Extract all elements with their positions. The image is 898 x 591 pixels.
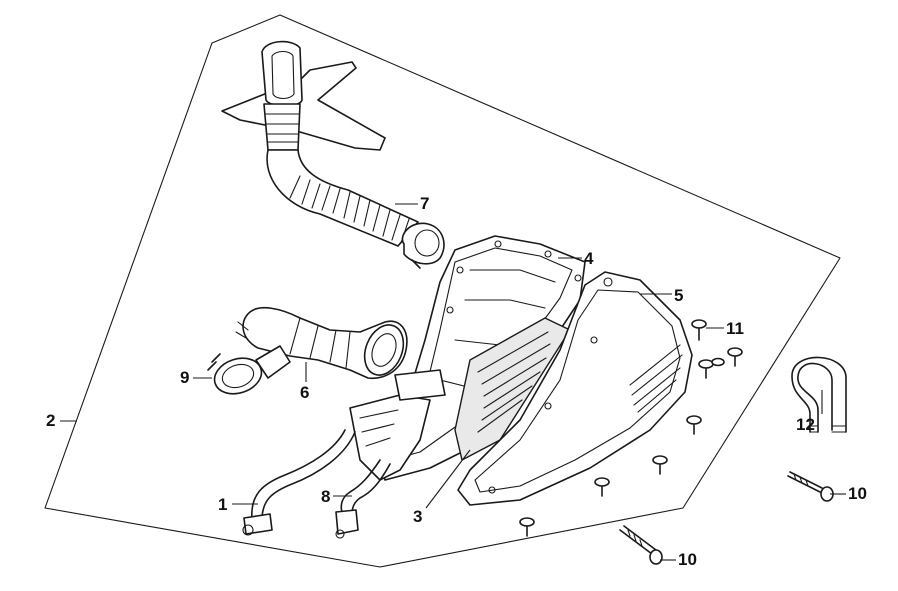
corrugated-hose (266, 149, 419, 247)
cover-outer (457, 271, 693, 506)
part-1-drain-hose (242, 429, 356, 536)
callout-7: 7 (420, 194, 430, 213)
callout-11: 11 (726, 319, 744, 338)
screw (698, 359, 714, 379)
screw (711, 357, 725, 367)
part-8-drain-hose (335, 459, 391, 539)
callout-3: 3 (413, 507, 423, 526)
snorkel-neck (263, 103, 301, 151)
assembly-boundary (44, 14, 841, 568)
callout-4: 4 (584, 249, 594, 268)
case-lower-body (349, 369, 446, 481)
part-11-screws (519, 319, 743, 537)
part-10-bolt-lower (619, 525, 663, 565)
screw (691, 319, 707, 341)
screw (686, 415, 702, 435)
cover-vents (629, 344, 683, 413)
callout-12: 12 (796, 415, 815, 434)
part-5-cleaner-cover (457, 271, 693, 506)
screw (594, 477, 610, 497)
part-7-intake-duct (221, 40, 445, 269)
callout-2: 2 (46, 411, 56, 430)
hose-clamp-7 (401, 222, 445, 265)
leader-lines (60, 203, 846, 561)
part-6-connecting-tube (235, 306, 408, 379)
part-10-bolt-right (787, 471, 834, 502)
screw (519, 517, 535, 537)
callout-8: 8 (321, 487, 331, 506)
callout-9: 9 (180, 368, 190, 387)
callout-6: 6 (300, 383, 310, 402)
part-3-filter-element (454, 317, 571, 461)
screw (652, 455, 668, 475)
part-12-clip (791, 356, 847, 433)
callout-10-lower: 10 (678, 550, 697, 569)
callout-10-right: 10 (848, 484, 867, 503)
screw (727, 347, 743, 367)
callout-5: 5 (674, 286, 684, 305)
callout-1: 1 (218, 495, 228, 514)
snorkel-bracket (221, 61, 386, 151)
part-9-hose-clamp (207, 345, 291, 395)
